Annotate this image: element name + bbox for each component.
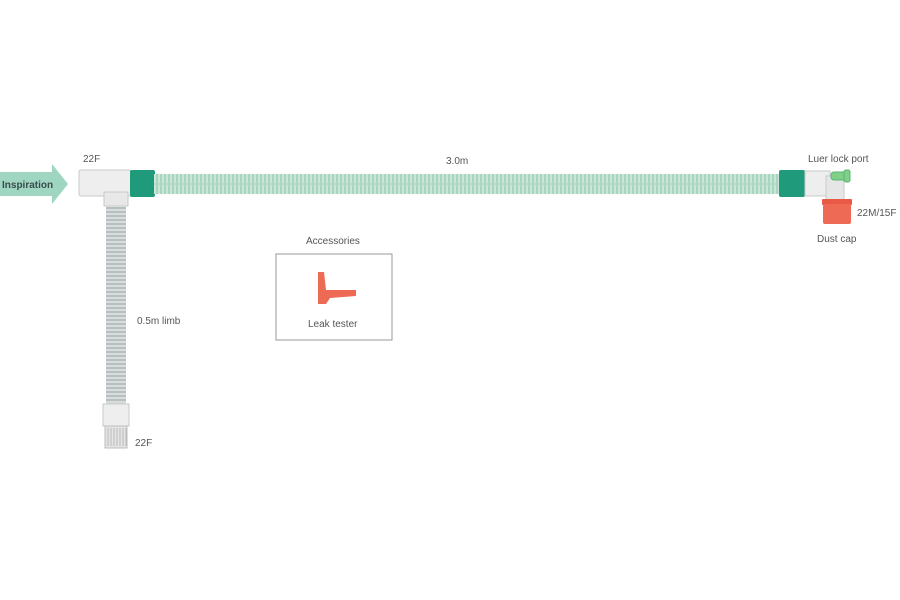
leak-tester-label: Leak tester — [308, 319, 358, 330]
inspiration-arrow-shape — [0, 164, 68, 204]
leak-tester-icon — [318, 272, 356, 304]
right-cuff — [779, 170, 805, 197]
limb-end-connector — [102, 403, 130, 449]
luer-lock-label: Luer lock port — [808, 154, 869, 165]
main-tube — [154, 174, 780, 194]
inspiration-arrow: Inspiration — [0, 164, 68, 204]
dust-cap-rim — [822, 199, 852, 205]
dust-cap-body — [823, 204, 851, 224]
leak-tester-shape — [318, 272, 356, 304]
left-cuff — [130, 170, 155, 197]
port-22m-15f-label: 22M/15F — [857, 208, 896, 219]
limb-tube — [106, 206, 126, 406]
dust-cap — [822, 199, 852, 224]
port-22f-bottom-label: 22F — [135, 438, 152, 449]
luer-lock-port — [830, 169, 851, 183]
dust-cap-label: Dust cap — [817, 234, 857, 245]
limb-end-grip-lines — [107, 428, 127, 446]
accessories-title: Accessories — [306, 236, 360, 247]
limb-tube-ribs — [106, 207, 126, 401]
elbow-connector — [804, 170, 845, 203]
port-22f-top-label: 22F — [83, 154, 100, 165]
limb-label: 0.5m limb — [137, 316, 181, 327]
inspiration-label: Inspiration — [2, 180, 53, 191]
luer-lock-tip — [843, 169, 851, 183]
limb-end-collar — [102, 403, 130, 427]
y-connector — [78, 169, 132, 207]
y-connector-elbow — [103, 191, 129, 207]
length-main-label: 3.0m — [446, 156, 468, 167]
